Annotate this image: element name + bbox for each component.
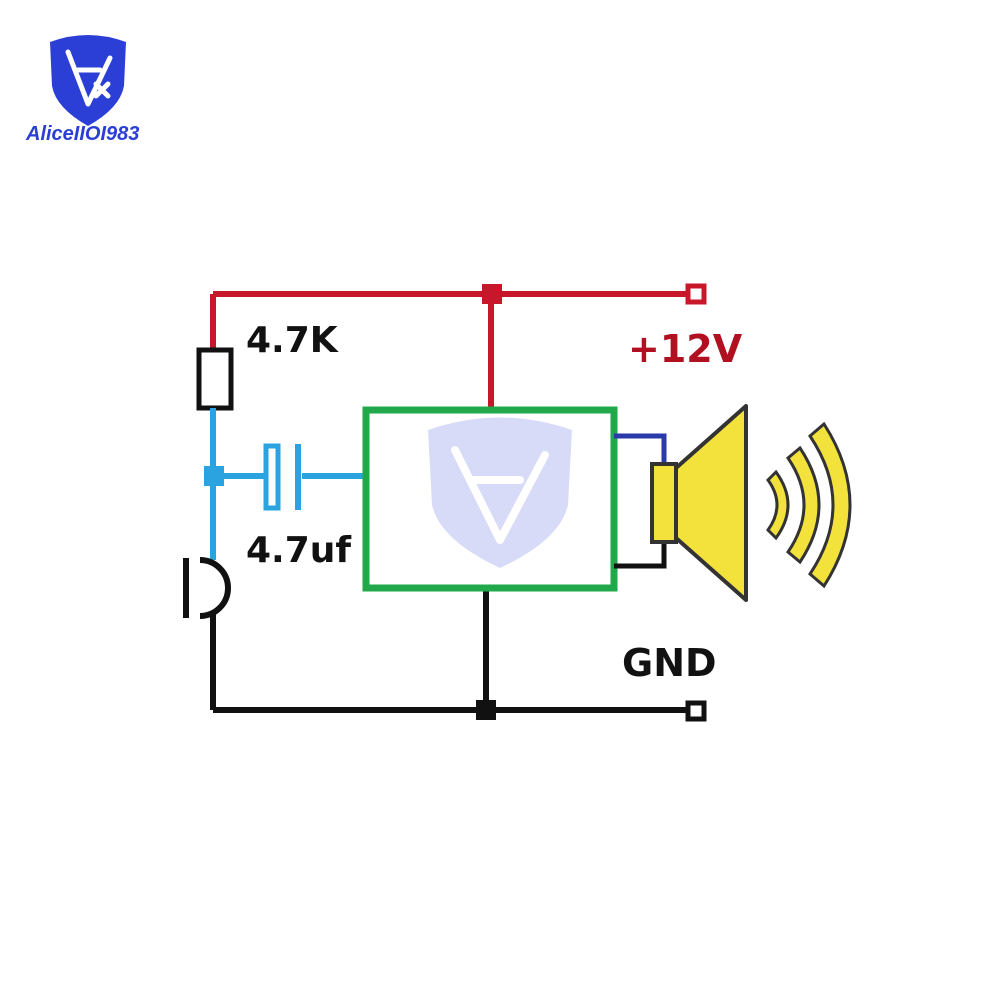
capacitor-label: 4.7uf bbox=[246, 530, 351, 571]
capacitor-plate-left bbox=[263, 443, 281, 511]
speaker-magnet bbox=[650, 462, 678, 544]
power-net bbox=[210, 291, 690, 412]
power-label: +12V bbox=[628, 327, 743, 371]
watermark-emblem-icon bbox=[451, 446, 549, 544]
brand-shield-icon bbox=[50, 35, 126, 126]
microphone-icon bbox=[199, 557, 231, 619]
ground-terminal bbox=[685, 700, 707, 722]
power-junction-node bbox=[482, 284, 502, 304]
power-terminal bbox=[685, 283, 707, 305]
brand-emblem-icon bbox=[65, 49, 113, 107]
sound-wave-medium bbox=[785, 445, 821, 565]
brand-logo-text: AliceIIOI983 bbox=[25, 123, 139, 145]
capacitor-symbol bbox=[263, 443, 301, 511]
ground-junction-node bbox=[476, 700, 496, 720]
speaker-lead-bottom bbox=[614, 540, 667, 569]
resistor-symbol bbox=[196, 347, 234, 411]
speaker-cone bbox=[674, 404, 748, 602]
watermark bbox=[428, 417, 572, 568]
speaker-icon bbox=[650, 404, 748, 602]
watermark-shield-icon bbox=[428, 417, 572, 568]
ground-label: GND bbox=[622, 641, 717, 685]
microphone-symbol bbox=[183, 557, 231, 619]
signal-junction-node bbox=[204, 466, 224, 486]
sound-waves-icon bbox=[766, 421, 852, 589]
amplifier-module bbox=[362, 406, 618, 592]
ground-net bbox=[210, 588, 690, 713]
sound-wave-large bbox=[808, 421, 852, 589]
sound-wave-small bbox=[766, 469, 790, 541]
resistor-label: 4.7K bbox=[246, 320, 339, 361]
speaker-lead-top bbox=[614, 433, 667, 464]
brand-logo: AliceIIOI983 bbox=[25, 35, 139, 145]
